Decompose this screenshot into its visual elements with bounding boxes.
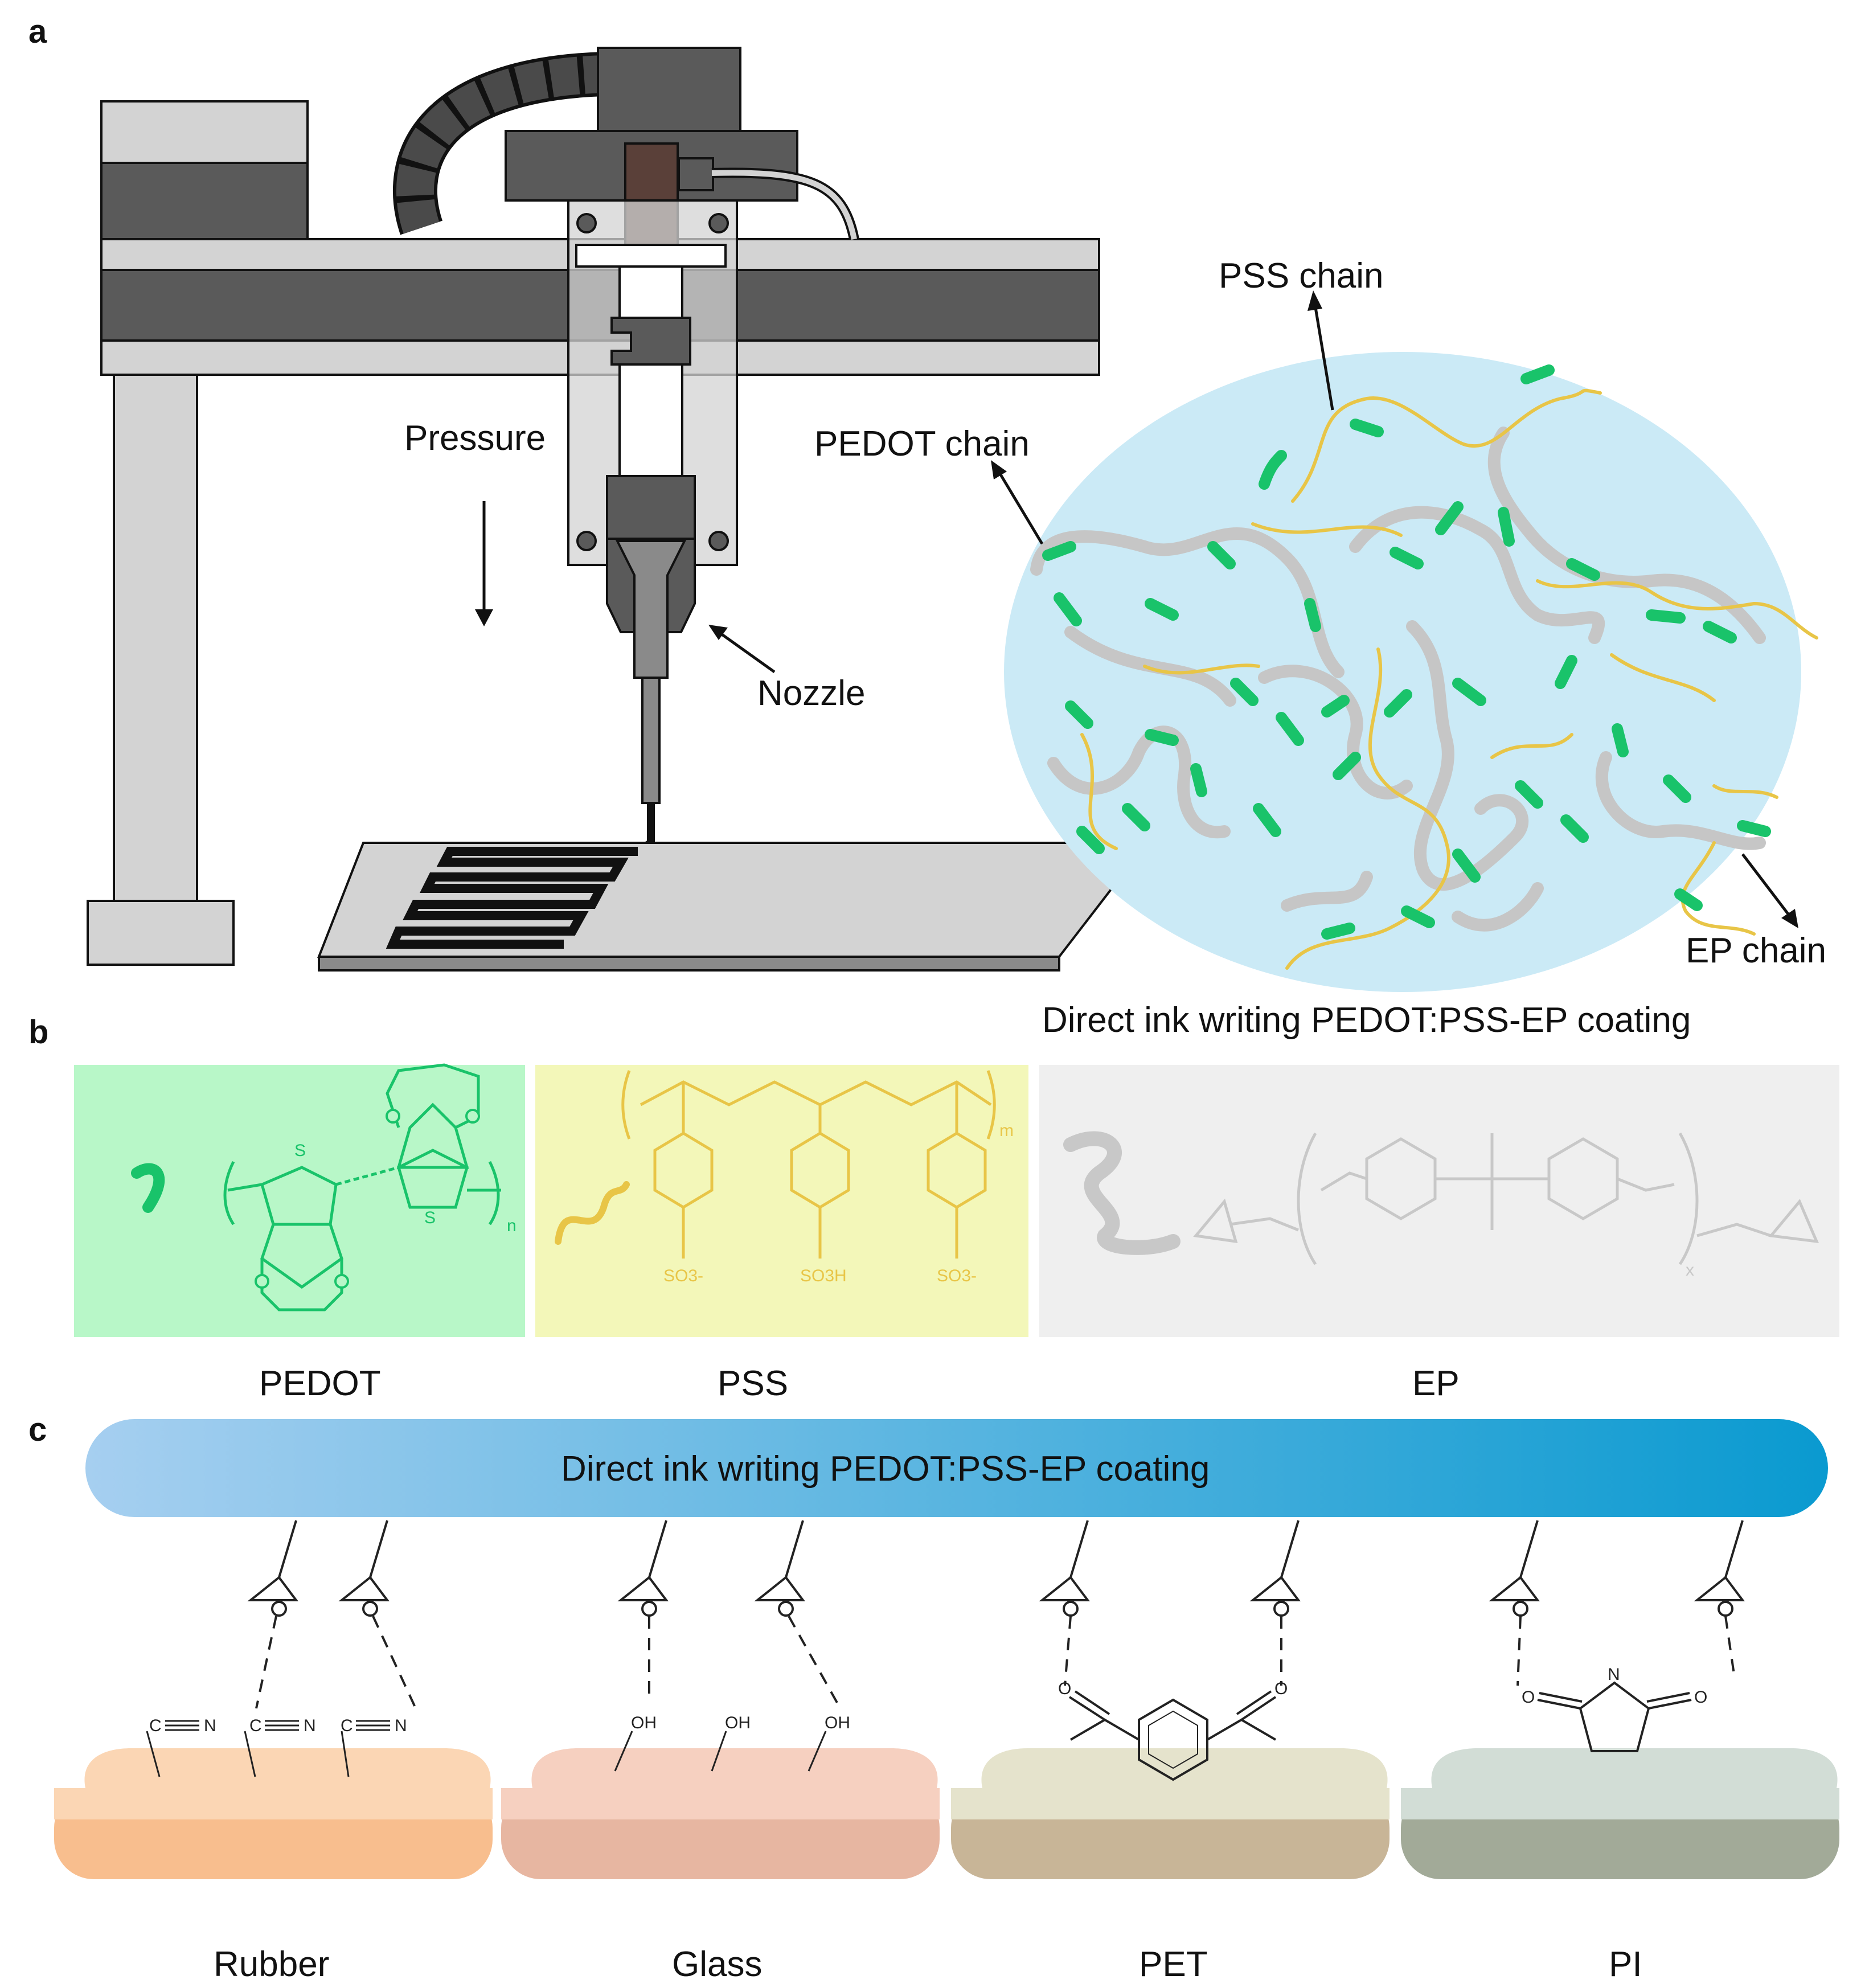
panel-a-caption: Direct ink writing PEDOT:PSS-EP coating	[1042, 1001, 1691, 1040]
substrate-glass	[501, 1748, 940, 1879]
epoxide-groups	[247, 1520, 1745, 1617]
rubber-n-atom-1: N	[204, 1716, 216, 1735]
rubber-c-atom-3: C	[341, 1716, 353, 1735]
rubber-c-atom-2: C	[249, 1716, 262, 1735]
pi-o-atom-2: O	[1694, 1688, 1707, 1707]
substrate-name-rubber: Rubber	[214, 1945, 329, 1984]
pss-structure-box: m SO3- SO3H SO3-	[535, 1065, 1028, 1337]
panel-c-letter: c	[28, 1411, 47, 1448]
substrate-pi	[1401, 1748, 1839, 1879]
substrate-pet	[951, 1748, 1390, 1879]
ep-subscript: x	[1686, 1261, 1694, 1280]
ep-name-label: EP	[1412, 1364, 1460, 1403]
pi-n-atom: N	[1608, 1665, 1620, 1684]
ep-chain-arrow-icon	[1741, 853, 1798, 928]
pedot-chain-arrow-icon	[991, 460, 1044, 545]
glass-oh-1: OH	[631, 1714, 657, 1732]
pedot-chain-label: PEDOT chain	[814, 424, 1030, 464]
pressure-label: Pressure	[404, 419, 546, 458]
glass-oh-2: OH	[725, 1714, 751, 1732]
coating-bar-title: Direct ink writing PEDOT:PSS-EP coating	[561, 1449, 1210, 1489]
substrate-name-pi: PI	[1609, 1945, 1642, 1984]
pss-group-2: SO3H	[800, 1266, 847, 1285]
glass-oh-3: OH	[825, 1714, 850, 1732]
pedot-sulfur-atom-2: S	[424, 1208, 436, 1227]
pedot-name-label: PEDOT	[259, 1364, 381, 1403]
pss-group-3: SO3-	[937, 1266, 977, 1285]
ep-structure-box: x	[1039, 1065, 1839, 1337]
substrate-name-glass: Glass	[672, 1945, 762, 1984]
rubber-n-atom-2: N	[304, 1716, 316, 1735]
rubber-c-atom-1: C	[149, 1716, 162, 1735]
pressure-arrow-icon	[475, 501, 493, 626]
pet-terephthalate	[1068, 1690, 1277, 1781]
panel-a-letter: a	[28, 13, 47, 50]
glass-hydroxyl-groups	[614, 1731, 827, 1772]
pss-group-1: SO3-	[663, 1266, 703, 1285]
pedot-subscript: n	[507, 1216, 517, 1235]
polymer-chains	[1030, 364, 1818, 970]
nozzle-label: Nozzle	[757, 674, 866, 713]
ep-chain-label: EP chain	[1686, 931, 1826, 970]
pedot-sulfur-atom-1: S	[294, 1141, 306, 1160]
substrate-name-pet: PET	[1139, 1945, 1208, 1984]
pedot-structure-box: S S n	[74, 1063, 525, 1337]
printer-illustration	[87, 47, 1150, 972]
substrate-rubber	[54, 1748, 493, 1879]
coating-bar	[85, 1419, 1828, 1517]
rubber-n-atom-3: N	[395, 1716, 407, 1735]
pet-o-atom-2: O	[1274, 1679, 1288, 1698]
pss-subscript: m	[999, 1121, 1014, 1140]
interaction-lines	[255, 1616, 1735, 1709]
panel-b-letter: b	[28, 1014, 48, 1051]
pss-name-label: PSS	[718, 1364, 788, 1403]
pet-o-atom-1: O	[1058, 1679, 1071, 1698]
pss-chain-arrow-icon	[1308, 290, 1334, 411]
pss-chain-label: PSS chain	[1219, 256, 1384, 296]
rubber-nitrile-groups	[146, 1720, 390, 1777]
pi-o-atom-1: O	[1522, 1688, 1535, 1707]
pi-imide	[1537, 1681, 1692, 1752]
nozzle-arrow-icon	[708, 625, 776, 674]
